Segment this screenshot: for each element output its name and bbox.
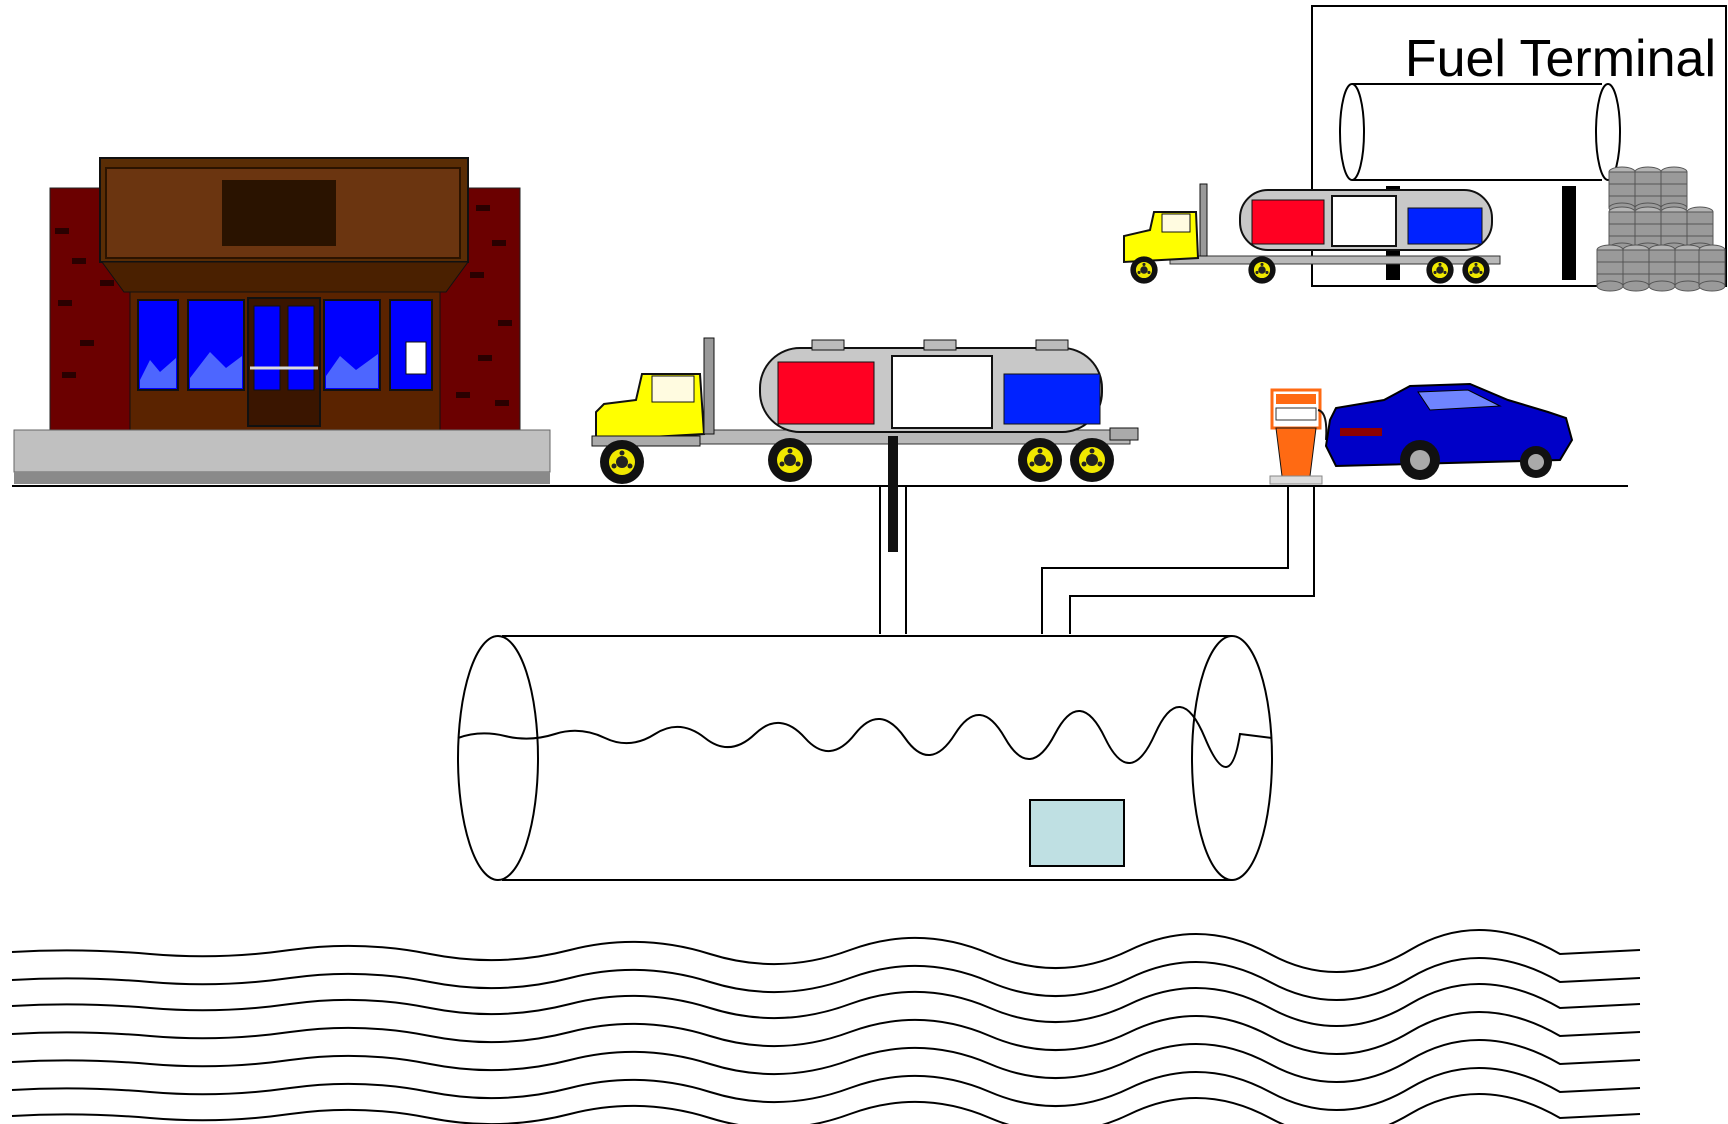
- leak-detector-box: [1029, 799, 1125, 867]
- store-sign: [99, 157, 469, 263]
- fuel-terminal: Fuel Terminal: [1123, 5, 1727, 292]
- store-windows: [137, 299, 433, 391]
- dispenser-pipes: [1041, 486, 1315, 634]
- terminal-tank: [1339, 83, 1621, 181]
- groundwater-lines: [11, 928, 1641, 1124]
- fuel-pump: [1269, 388, 1328, 485]
- store-building: [13, 157, 551, 484]
- underground-storage-tank: [457, 635, 1273, 882]
- blue-car: [1324, 382, 1574, 480]
- tanker-truck: [591, 337, 1139, 484]
- store-door: [247, 297, 321, 427]
- terminal-title: Fuel Terminal: [1405, 30, 1716, 88]
- fill-pipe: [879, 436, 907, 634]
- tanker-truck-small: [1123, 183, 1501, 284]
